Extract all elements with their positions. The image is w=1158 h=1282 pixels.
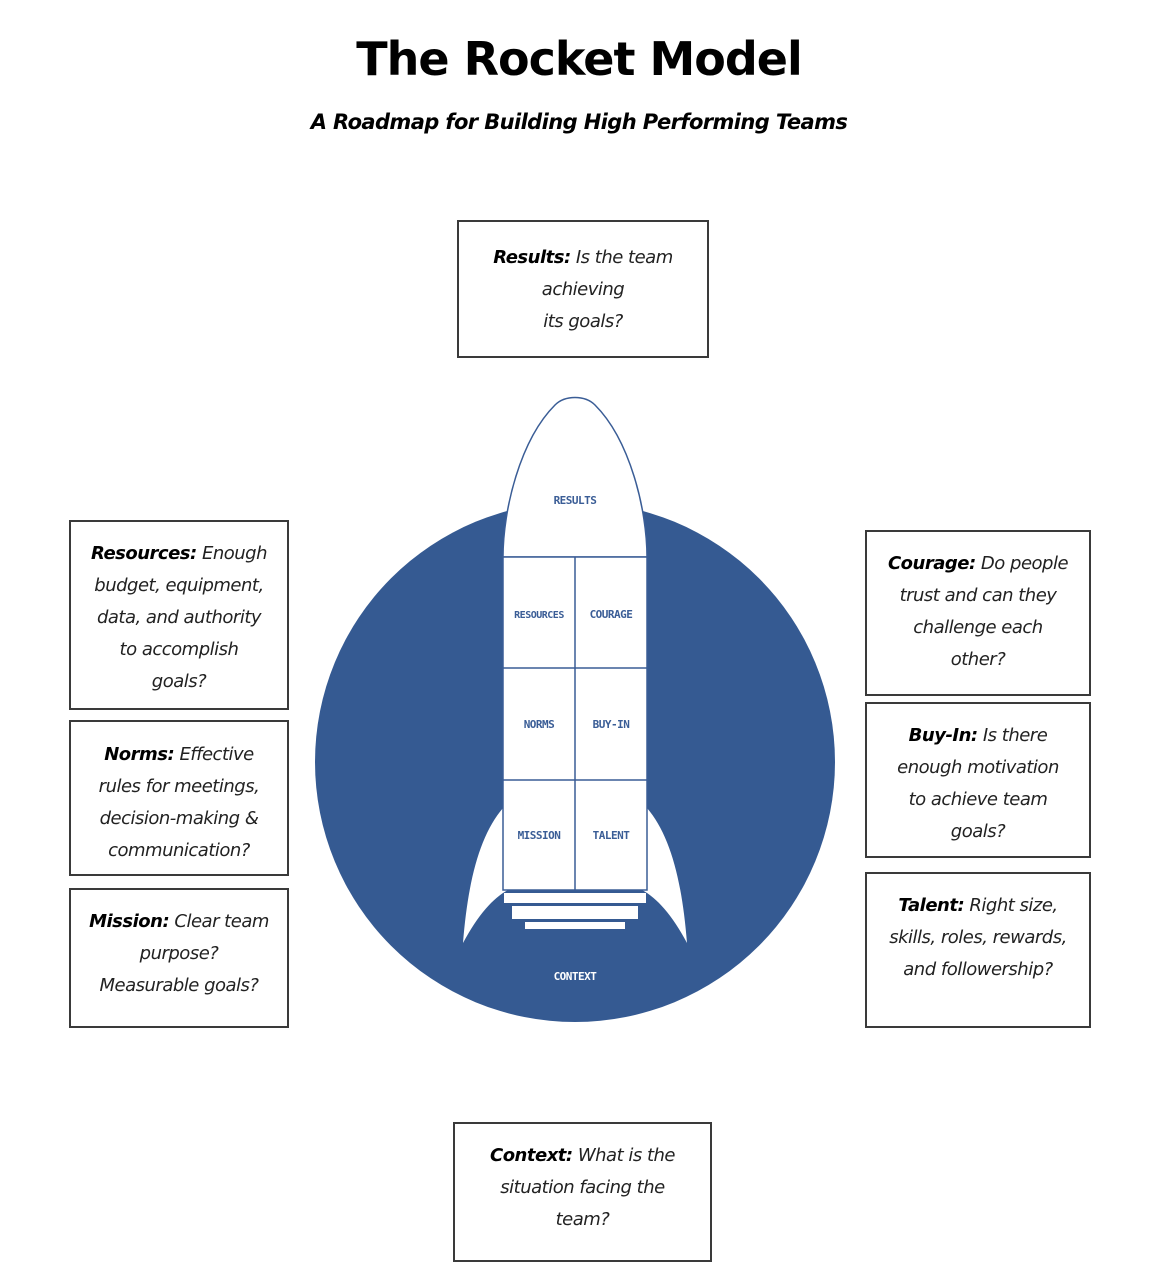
results-label: Results: — [493, 247, 571, 268]
rocket-label-norms: NORMS — [524, 718, 555, 731]
exhaust-step-2 — [512, 906, 638, 919]
courage-box: Courage: Do people trust and can they ch… — [865, 530, 1091, 696]
page-subtitle: A Roadmap for Building High Performing T… — [310, 110, 848, 134]
talent-label: Talent: — [898, 895, 965, 916]
talent-box: Talent: Right size, skills, roles, rewar… — [865, 872, 1091, 1028]
buy-in-text: Buy-In: Is there enough motivation to ac… — [897, 725, 1059, 842]
buy-in-label: Buy-In: — [908, 725, 978, 746]
context-label: Context: — [489, 1145, 573, 1166]
courage-label: Courage: — [887, 553, 976, 574]
context-box: Context: What is the situation facing th… — [453, 1122, 712, 1262]
resources-box: Resources: Enough budget, equipment, dat… — [69, 520, 289, 710]
results-text: Results: Is the team achieving its goals… — [493, 247, 673, 332]
buy-in-box: Buy-In: Is there enough motivation to ac… — [865, 702, 1091, 858]
rocket-label-courage: COURAGE — [590, 608, 633, 621]
rocket-label-results: RESULTS — [554, 494, 597, 507]
norms-box: Norms: Effective rules for meetings, dec… — [69, 720, 289, 876]
norms-label: Norms: — [104, 744, 175, 765]
talent-text: Talent: Right size, skills, roles, rewar… — [889, 895, 1067, 980]
resources-label: Resources: — [90, 543, 197, 564]
right-fin — [642, 808, 687, 943]
page-title: The Rocket Model — [356, 32, 802, 86]
rocket-label-talent: TALENT — [593, 829, 631, 842]
resources-text: Resources: Enough budget, equipment, dat… — [90, 543, 268, 692]
rocket-nose — [502, 396, 648, 558]
norms-text: Norms: Effective rules for meetings, dec… — [98, 744, 260, 861]
courage-text: Courage: Do people trust and can they ch… — [887, 553, 1069, 670]
results-box: Results: Is the team achieving its goals… — [457, 220, 709, 358]
context-text: Context: What is the situation facing th… — [489, 1145, 676, 1230]
exhaust-step-1 — [504, 893, 646, 903]
left-fin — [463, 808, 508, 943]
rocket-label-mission: MISSION — [518, 829, 561, 842]
mission-label: Mission: — [89, 911, 170, 932]
rocket-label-buy-in: BUY-IN — [593, 718, 630, 731]
mission-text: Mission: Clear team purpose? Measurable … — [89, 911, 269, 996]
rocket-label-resources: RESOURCES — [514, 610, 564, 621]
rocket-label-context: CONTEXT — [554, 970, 598, 983]
exhaust-step-3 — [525, 922, 625, 929]
mission-box: Mission: Clear team purpose? Measurable … — [69, 888, 289, 1028]
